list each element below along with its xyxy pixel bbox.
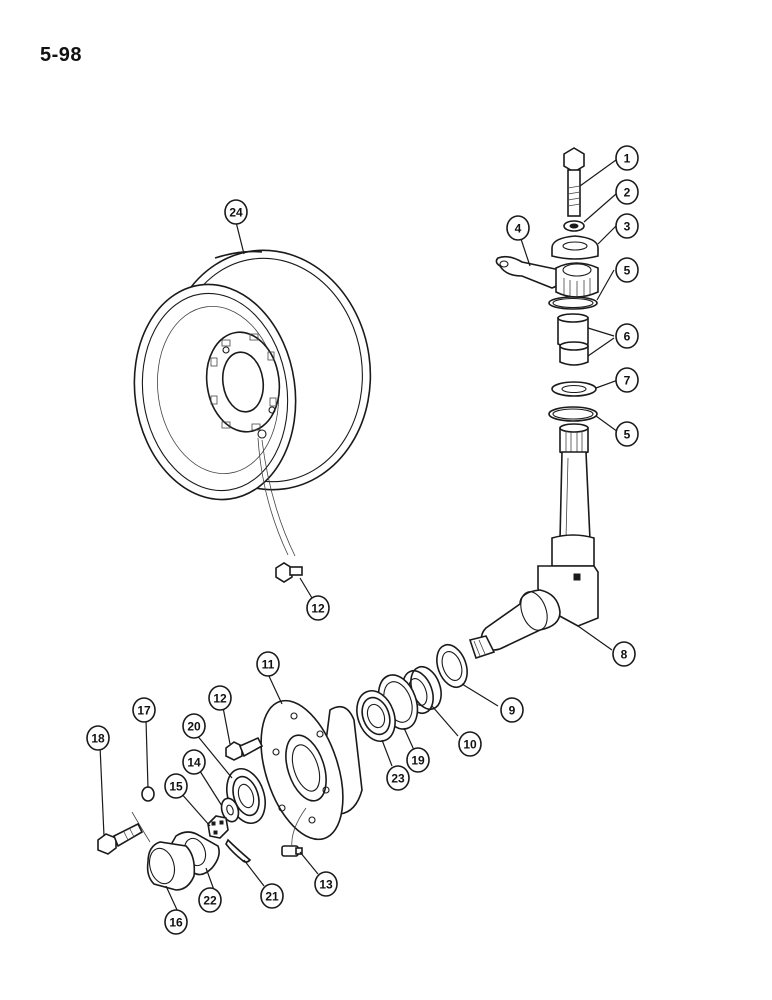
callout-number: 20 <box>187 720 201 734</box>
callout-circle <box>306 595 330 621</box>
callout-13: 13 <box>314 871 338 897</box>
leader-lines <box>99 159 619 913</box>
callout-19: 19 <box>406 747 430 773</box>
wheel-rim <box>133 249 372 501</box>
callout-20: 20 <box>182 713 206 739</box>
cap-bolt <box>97 822 144 855</box>
callout-number: 2 <box>624 186 631 200</box>
callout-circle <box>86 725 110 751</box>
bearing-23 <box>356 690 396 742</box>
callout-number: 19 <box>411 754 425 768</box>
callout-5: 5 <box>615 421 639 447</box>
callout-number: 15 <box>169 780 183 794</box>
callout-circle <box>386 765 410 791</box>
callout-number: 18 <box>91 732 105 746</box>
callout-number: 22 <box>203 894 217 908</box>
callout-number: 9 <box>509 704 516 718</box>
wheel-bolt <box>257 437 303 583</box>
callout-number: 10 <box>463 738 477 752</box>
callout-12: 12 <box>306 595 330 621</box>
callout-4: 4 <box>506 215 530 241</box>
callout-21: 21 <box>260 883 284 909</box>
grease-fitting <box>281 807 307 857</box>
callout-number: 5 <box>624 264 631 278</box>
callout-circle <box>260 883 284 909</box>
hub-cap <box>131 811 196 891</box>
callout-number: 5 <box>624 428 631 442</box>
callout-circle <box>208 685 232 711</box>
callout-circle <box>615 367 639 393</box>
bushings <box>557 313 589 366</box>
callout-circle <box>500 697 524 723</box>
callout-number: 3 <box>624 220 631 234</box>
callout-circle <box>406 747 430 773</box>
callout-circle <box>314 871 338 897</box>
castle-nut <box>207 815 229 839</box>
callout-circle <box>198 887 222 913</box>
callout-number: 23 <box>391 772 405 786</box>
callout-number: 17 <box>137 704 151 718</box>
callout-1: 1 <box>615 145 639 171</box>
cotter-pin <box>225 838 252 863</box>
callout-circle <box>612 641 636 667</box>
callout-number: 14 <box>187 756 201 770</box>
callout-number: 4 <box>515 222 522 236</box>
callout-2: 2 <box>615 179 639 205</box>
page-number: 5-98 <box>40 44 83 66</box>
callout-number: 8 <box>621 648 628 662</box>
callout-9: 9 <box>500 697 524 723</box>
lock-washer <box>141 786 155 802</box>
callout-number: 13 <box>319 878 333 892</box>
kingpin-bolt <box>563 147 585 217</box>
callout-circle <box>256 651 280 677</box>
hub-bolt <box>225 736 264 761</box>
callout-8: 8 <box>612 641 636 667</box>
callout-17: 17 <box>132 697 156 723</box>
callout-6: 6 <box>615 323 639 349</box>
callout-circle <box>615 213 639 239</box>
callout-circle <box>506 215 530 241</box>
callout-3: 3 <box>615 213 639 239</box>
wheel-hub <box>260 699 363 841</box>
callout-number: 21 <box>265 890 279 904</box>
callout-circle <box>615 323 639 349</box>
callout-11: 11 <box>256 651 280 677</box>
callout-24: 24 <box>224 199 248 225</box>
steering-cap <box>551 235 599 260</box>
callout-number: 11 <box>262 658 275 672</box>
callout-circle <box>615 145 639 171</box>
callout-circle <box>182 713 206 739</box>
callout-number: 7 <box>624 374 631 388</box>
callout-circle <box>164 773 188 799</box>
callout-circle <box>224 199 248 225</box>
callout-16: 16 <box>164 909 188 935</box>
callout-number: 6 <box>624 330 631 344</box>
callout-7: 7 <box>615 367 639 393</box>
callout-22: 22 <box>198 887 222 913</box>
callout-18: 18 <box>86 725 110 751</box>
callout-number: 16 <box>169 916 183 930</box>
callout-5: 5 <box>615 257 639 283</box>
callout-number: 1 <box>624 152 631 166</box>
callout-circle <box>615 179 639 205</box>
callout-circle <box>132 697 156 723</box>
callout-number: 24 <box>229 206 243 220</box>
callout-circle <box>615 257 639 283</box>
steering-spindle <box>468 423 599 660</box>
callout-number: 12 <box>311 602 325 616</box>
callout-23: 23 <box>386 765 410 791</box>
callout-12: 12 <box>208 685 232 711</box>
callout-circle <box>182 749 206 775</box>
grease-seal <box>436 643 468 689</box>
callout-circle <box>615 421 639 447</box>
callout-number: 12 <box>213 692 227 706</box>
callout-15: 15 <box>164 773 188 799</box>
callout-circle <box>458 731 482 757</box>
callout-14: 14 <box>182 749 206 775</box>
callout-10: 10 <box>458 731 482 757</box>
callout-circle <box>164 909 188 935</box>
arm-splined-hub <box>555 262 599 298</box>
